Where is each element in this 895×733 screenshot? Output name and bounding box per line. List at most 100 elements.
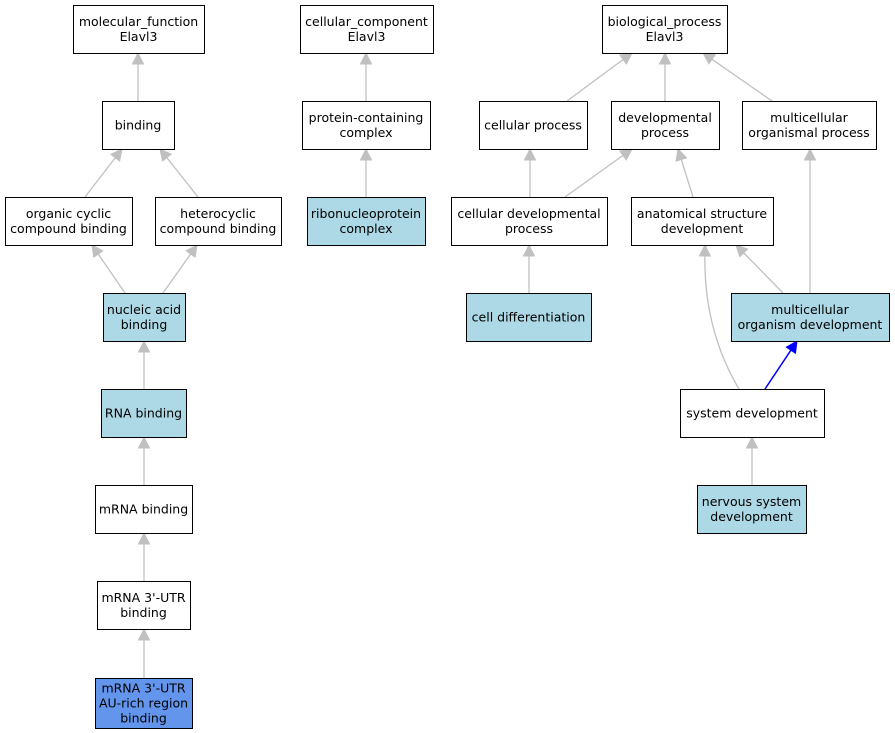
go-term-node-cellproc[interactable]: cellular process xyxy=(479,101,588,150)
edge-mrna-to-rna xyxy=(137,435,151,485)
arrowhead xyxy=(131,51,145,65)
edge-line xyxy=(743,252,784,294)
edge-multidev-to-multiproc xyxy=(803,147,817,293)
edge-line xyxy=(162,253,192,294)
go-term-node-rna[interactable]: RNA binding xyxy=(101,389,187,438)
node-label: cellular process xyxy=(484,118,582,133)
arrowhead xyxy=(735,244,749,258)
node-label: process xyxy=(505,221,553,236)
node-box xyxy=(102,101,175,150)
node-label: cellular_component xyxy=(305,14,428,29)
edge-sysdev-to-anat xyxy=(698,243,740,390)
node-label: molecular_function xyxy=(79,14,198,29)
node-box xyxy=(742,101,877,150)
node-label: process xyxy=(641,125,689,140)
node-box xyxy=(73,5,205,54)
node-box xyxy=(631,197,774,246)
arrowhead xyxy=(137,435,151,449)
edge-layer xyxy=(84,51,817,678)
node-box xyxy=(731,293,890,342)
node-label: organic cyclic xyxy=(26,206,111,221)
node-label: nervous system xyxy=(702,494,801,509)
arrowhead xyxy=(803,147,817,161)
arrowhead xyxy=(785,340,798,355)
node-label: compound binding xyxy=(10,221,127,236)
node-label: heterocyclic xyxy=(180,206,256,221)
node-label: mRNA binding xyxy=(99,502,188,517)
node-label: cellular developmental xyxy=(457,206,600,221)
edge-au-to-utr xyxy=(137,627,151,678)
node-label: binding xyxy=(115,118,162,133)
node-box xyxy=(95,485,193,534)
node-label: development xyxy=(661,221,744,236)
node-label: mRNA 3'-UTR xyxy=(101,590,185,605)
node-box xyxy=(5,197,133,246)
arrowhead xyxy=(745,435,759,449)
edge-nucleic-to-organic xyxy=(91,244,126,294)
edge-celldiff-to-celldev xyxy=(522,243,536,293)
node-label: system development xyxy=(686,406,818,421)
node-box xyxy=(155,197,282,246)
edge-sysdev-to-multidev xyxy=(764,340,798,390)
edge-line xyxy=(566,59,624,102)
arrowhead xyxy=(185,244,198,259)
node-label: organismal process xyxy=(748,125,869,140)
node-label: organism development xyxy=(738,317,883,332)
node-box xyxy=(97,581,191,630)
edge-binding-to-mf_root xyxy=(131,51,145,101)
go-term-node-celldiff[interactable]: cell differentiation xyxy=(466,293,592,342)
edge-line xyxy=(680,159,694,198)
arrowhead xyxy=(522,243,536,257)
node-box xyxy=(300,5,434,54)
edge-celldev-to-cellproc xyxy=(523,147,537,197)
arrowhead xyxy=(619,52,633,65)
edge-protein-to-cc_root xyxy=(359,51,373,101)
node-label: Elavl3 xyxy=(646,29,684,44)
node-label: ribonucleoprotein xyxy=(311,206,421,221)
edge-line xyxy=(166,157,199,198)
go-term-node-binding[interactable]: binding xyxy=(102,101,175,150)
node-label: binding xyxy=(121,317,168,332)
node-box xyxy=(101,389,187,438)
arrowhead xyxy=(159,148,173,162)
node-label: cell differentiation xyxy=(472,310,586,325)
node-box xyxy=(302,101,431,150)
go-term-node-mrna[interactable]: mRNA binding xyxy=(95,485,193,534)
edge-nucleic-to-hetero xyxy=(162,244,198,294)
node-label: multicellular xyxy=(770,110,849,125)
edge-line xyxy=(564,154,624,198)
node-box xyxy=(451,197,608,246)
arrowhead xyxy=(137,531,151,545)
go-term-node-sysdev[interactable]: system development xyxy=(680,389,825,438)
node-box xyxy=(602,5,728,54)
edge-rna-to-nucleic xyxy=(137,339,151,389)
node-box xyxy=(307,197,426,246)
edge-utr-to-mrna xyxy=(137,531,151,581)
edge-multidev-to-anat xyxy=(735,244,784,294)
node-box xyxy=(611,101,720,150)
edge-line xyxy=(84,157,116,198)
edge-celldev-to-devproc xyxy=(564,148,633,198)
node-label: biological_process xyxy=(608,14,722,29)
edge-multiproc-to-bp_root xyxy=(702,52,773,102)
edge-nervous-to-sysdev xyxy=(745,435,759,485)
node-label: protein-containing xyxy=(309,110,424,125)
